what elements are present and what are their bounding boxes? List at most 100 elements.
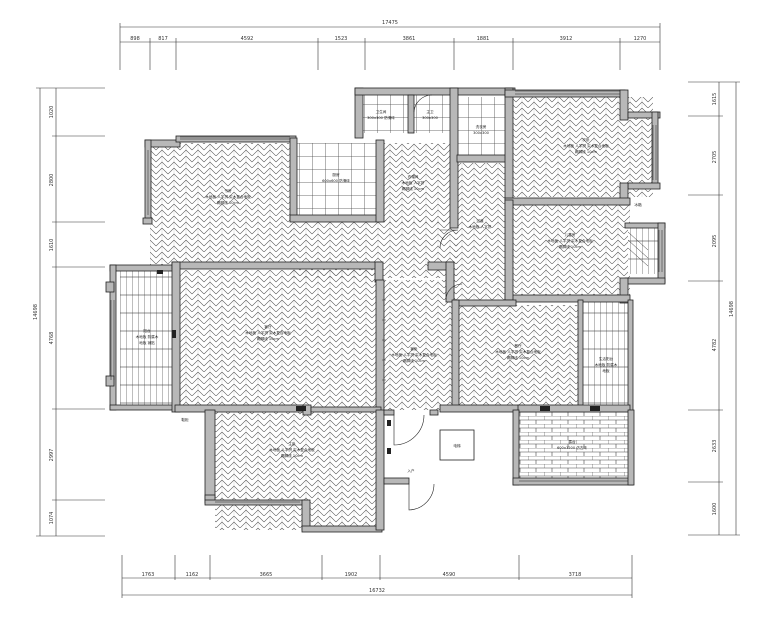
room-title: 卫生间 xyxy=(376,109,387,114)
dim-bottom-total: 16732 xyxy=(369,588,385,594)
dim-bottom-seg: 1162 xyxy=(186,572,199,578)
dim-left-seg: 4768 xyxy=(49,332,55,345)
room-skirting: 踢脚线 10cm xyxy=(559,244,581,249)
dim-right-seg: 2705 xyxy=(712,151,718,164)
room-title: 客厅 xyxy=(264,324,272,329)
dim-top-seg: 1523 xyxy=(335,36,348,42)
room-finish: 木地板 人字拼 实木复合地板 xyxy=(563,143,609,148)
room-label-fridge: 冰箱 xyxy=(634,202,642,207)
dim-top-seg: 1881 xyxy=(477,36,490,42)
room-title: 衣帽间 xyxy=(408,174,419,179)
room-label-lift: 电梯 xyxy=(453,443,461,448)
floor-tile xyxy=(360,95,452,133)
dim-top-seg: 3912 xyxy=(560,36,573,42)
room-title: 书房 xyxy=(224,188,232,193)
walls xyxy=(105,87,666,533)
room-skirting: 踢脚线 10cm xyxy=(281,453,303,458)
dimension-right xyxy=(688,81,740,536)
floor-brick xyxy=(518,412,630,480)
room-title: 次卧 xyxy=(582,137,590,142)
room-skirting: 踢脚线 10cm xyxy=(575,149,597,154)
dimension-left xyxy=(36,87,105,537)
room-finish: 300x300 防滑砖 xyxy=(367,115,395,120)
room-finish: 木地板 人字拼 实木复合地板 xyxy=(495,349,541,354)
room-label-master-bedroom: 主卧 木地板 人字拼 实木复合地板 踢脚线 10cm xyxy=(269,441,315,458)
floor-herringbone xyxy=(215,412,380,530)
room-label-guest-room: 客卧 木地板 人字拼 实木复合地板 踢脚线 10cm xyxy=(391,346,437,363)
dim-top-seg: 4592 xyxy=(241,36,254,42)
room-label-study: 书房 木地板 人字拼 实木复合地板 踢脚线 10cm xyxy=(205,188,251,205)
dim-right-seg: 2633 xyxy=(712,440,718,453)
section-marks xyxy=(157,270,600,454)
floor-plank xyxy=(120,270,175,408)
room-label-hallway: 过道 木地板 人字拼 xyxy=(469,218,492,229)
room-finish: 木地板 人字拼 实木复合地板 xyxy=(547,238,593,243)
dimension-top xyxy=(119,23,661,70)
room-title: 客卧 xyxy=(410,346,418,351)
room-finish: 木地板 防腐木 xyxy=(595,362,618,367)
dim-left-seg: 2997 xyxy=(49,449,55,462)
floor-herringbone xyxy=(175,270,380,408)
room-title: 露台 xyxy=(568,439,576,444)
room-label-kids-room: 儿童房 木地板 人字拼 实木复合地板 踢脚线 10cm xyxy=(547,232,593,249)
wardrobe-hatch xyxy=(382,231,649,381)
floor-herringbone xyxy=(510,205,630,297)
dim-left-seg: 2800 xyxy=(49,174,55,187)
room-title: 厨房 xyxy=(332,172,340,177)
dim-top-seg: 3861 xyxy=(403,36,416,42)
room-skirting: 踢脚线 10cm xyxy=(217,200,239,205)
room-label-dining-room: 餐厅 木地板 人字拼 实木复合地板 踢脚线 10cm xyxy=(495,343,541,360)
floor-finishes xyxy=(120,95,658,530)
floor-tile xyxy=(296,143,376,218)
room-label-laundry: 洗衣房 300x300 xyxy=(473,124,490,135)
room-finish: 300x300 xyxy=(422,116,439,120)
dim-top-seg: 898 xyxy=(130,36,140,42)
dim-left-seg: 1074 xyxy=(49,512,55,525)
room-label-cloakroom: 衣帽间 木地板 人字拼 踢脚线 10cm xyxy=(402,174,425,191)
floor-herringbone xyxy=(456,305,580,410)
room-finish: 木地板 人字拼 xyxy=(402,180,425,185)
windows xyxy=(110,90,663,503)
room-finish: 300x300 xyxy=(473,131,490,135)
room-title: 洗衣房 xyxy=(476,124,487,129)
room-title: 儿童房 xyxy=(565,232,576,237)
floor-herringbone xyxy=(383,143,453,223)
room-label-bathroom-2: 主卫 300x300 xyxy=(422,109,439,120)
dim-top-seg: 817 xyxy=(158,36,168,42)
dim-right-seg: 1615 xyxy=(712,93,718,106)
dim-bottom-seg: 3665 xyxy=(260,572,273,578)
room-title: 主卫 xyxy=(426,109,434,114)
dim-top-seg: 1270 xyxy=(634,36,647,42)
room-label-balcony-west: 阳台 木地板 防腐木 地板 铺贴 xyxy=(136,328,159,345)
room-title: 过道 xyxy=(476,218,484,223)
room-skirting: 踢脚线 10cm xyxy=(507,355,529,360)
doors xyxy=(393,94,463,511)
floor-tile xyxy=(457,97,505,155)
dim-bottom-seg: 1763 xyxy=(142,572,155,578)
dimension-bottom xyxy=(121,555,633,598)
room-title: 生活阳台 xyxy=(599,356,614,361)
dim-right-total: 14698 xyxy=(729,301,735,317)
room-finish: 600x1200 仿古砖 xyxy=(557,445,587,450)
room-skirting: 地板 铺贴 xyxy=(139,340,155,345)
dim-bottom-seg: 1902 xyxy=(345,572,358,578)
room-label-foyer: 入户 xyxy=(407,468,415,473)
room-label-balcony-east: 生活阳台 木地板 防腐木 地板 xyxy=(595,356,618,373)
floor-herringbone xyxy=(150,143,292,265)
floor-herringbone xyxy=(454,163,509,303)
room-finish: 木地板 人字拼 实木复合地板 xyxy=(391,352,437,357)
room-title: 阳台 xyxy=(143,328,151,333)
dim-right-seg: 1600 xyxy=(712,503,718,516)
dim-left-seg: 1020 xyxy=(49,106,55,119)
dim-left-total: 14698 xyxy=(33,304,39,320)
room-finish: 木地板 人字拼 实木复合地板 xyxy=(269,447,315,452)
room-finish: 木地板 人字拼 xyxy=(469,224,492,229)
dim-top-total: 17475 xyxy=(382,20,398,26)
room-label-terrace: 露台 600x1200 仿古砖 xyxy=(557,439,587,450)
dim-right-seg: 2095 xyxy=(712,235,718,248)
dim-right-seg: 4782 xyxy=(712,339,718,352)
floor-herringbone xyxy=(380,280,455,410)
dim-bottom-seg: 3718 xyxy=(569,572,582,578)
room-finish: 木地板 防腐木 xyxy=(136,334,159,339)
